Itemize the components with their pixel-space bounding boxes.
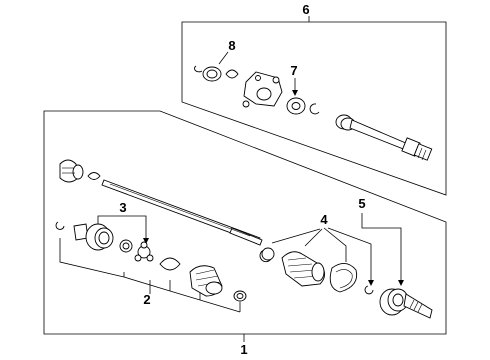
assembly-6-outline [181,21,447,196]
clamp-upper-left [87,172,101,180]
intermediate-bracket [242,71,283,108]
callout-4-leader-b [304,228,323,247]
boot-upper-left [59,159,84,183]
snap-ring-outboard [259,247,275,263]
snap-ring-lower-left [55,221,65,230]
snap-ring-upper-small [194,65,203,73]
callout-4-leader-a [271,228,321,244]
outboard-joint [379,288,433,319]
callout-6: 6 [302,2,309,17]
callout-4-leader-c [323,227,347,262]
inboard-boot [189,265,223,297]
callout-8-leader [218,51,229,65]
callout-3-leaders [97,215,147,240]
snap-ring-upper [309,103,320,115]
assembly-1-outline [43,110,447,335]
callout-3: 3 [119,200,126,215]
inboard-joint [73,223,114,251]
boot-band-lower [159,257,181,271]
callout-5-leader [361,213,402,282]
callout-2-bracket [59,238,125,278]
tripod-joint [134,241,154,262]
callout-4-leader-d [327,227,372,282]
boot-band-small [233,290,247,302]
snap-ring-outboard-small [364,285,374,295]
clip-upper [225,69,239,79]
snap-ring-lower-mid [119,239,133,253]
outboard-boot [281,251,325,287]
callout-7: 7 [290,63,297,78]
intermediate-shaft [335,114,433,161]
callout-4: 4 [320,212,328,227]
axle-shaft [101,179,263,246]
callout-8: 8 [228,38,235,53]
callout-5: 5 [358,196,365,211]
dust-seal-8 [202,66,222,82]
callout-1: 1 [240,342,247,357]
bearing-7 [286,97,306,115]
boot-band-large [329,263,358,293]
callout-2: 2 [143,292,150,307]
